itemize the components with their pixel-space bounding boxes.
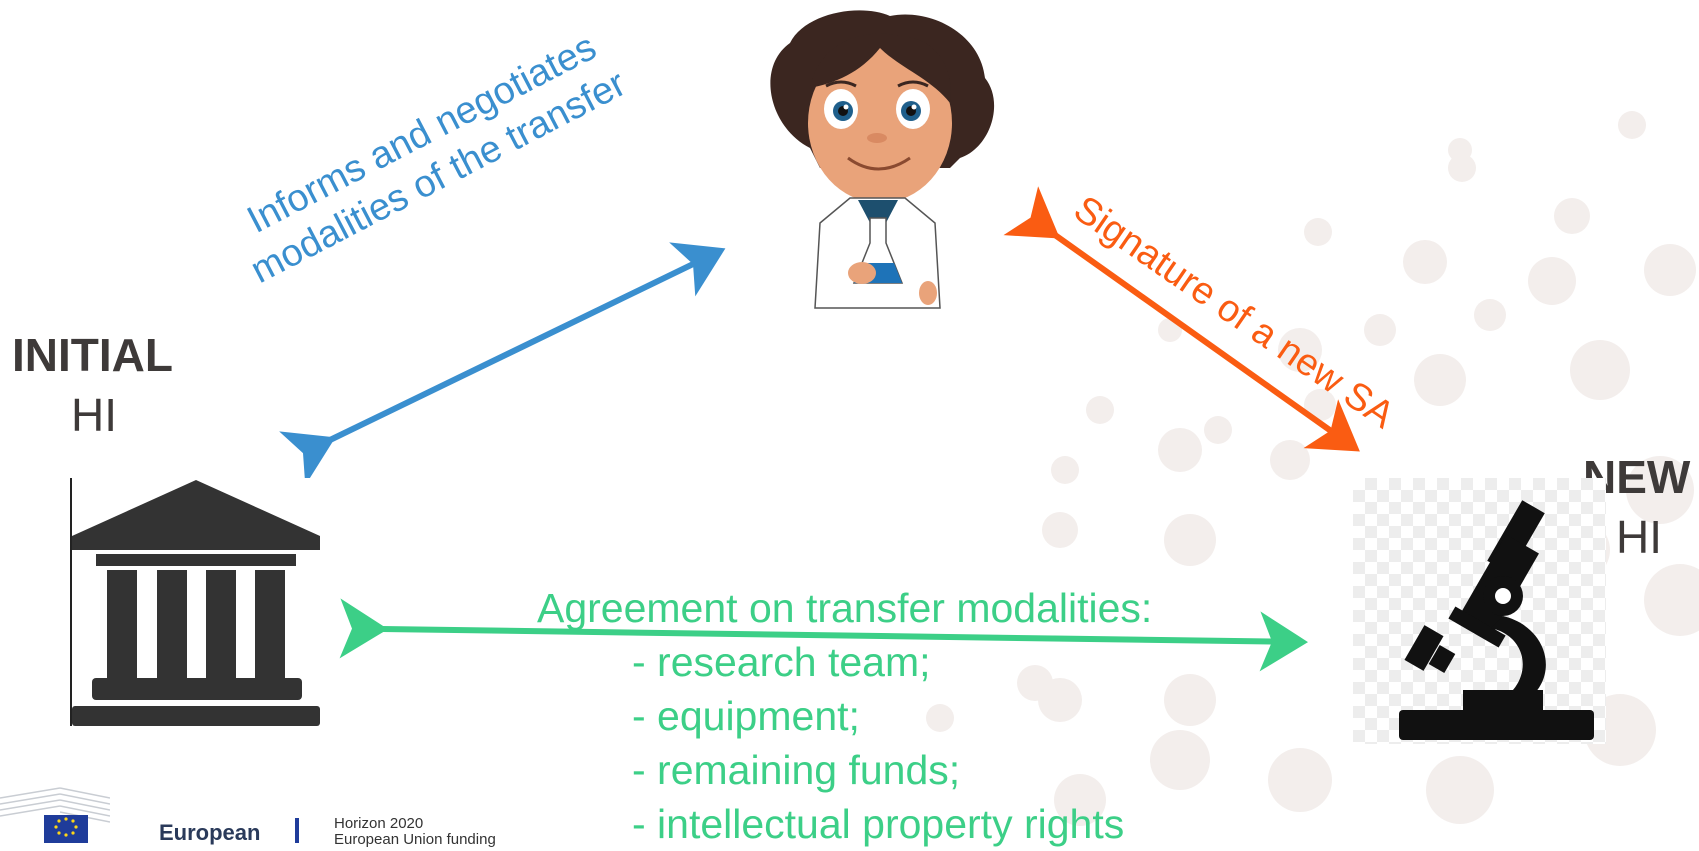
scientist-woman-illustration [750,8,1015,310]
eu-flag-icon [44,815,88,843]
initial-hi-label-bold: INITIAL [12,329,173,381]
agreement-item: - research team; [632,639,931,685]
green-double-arrow [339,598,1308,672]
horizon-line2: European Union funding [334,831,496,848]
commission-building-graphic [0,784,111,843]
blue-double-arrow [279,242,726,486]
horizon-line1: Horizon 2020 [334,815,424,832]
bank-building-icon [70,478,322,726]
agreement-item: - equipment; [632,693,860,739]
agreement-item: - intellectual property rights [632,801,1125,847]
agreement-item: - remaining funds; [632,747,961,793]
orange-double-arrow [1003,186,1360,452]
initial-hi-label-regular: HI [71,389,117,441]
microscope-icon [1353,478,1606,744]
agreement-list: - research team; - equipment; - remainin… [632,635,1124,851]
footer-divider [295,818,299,843]
horizon-program-text: Horizon 2020 European Union funding [334,816,496,848]
new-hi-label-regular: HI [1616,511,1662,563]
agreement-heading: Agreement on transfer modalities: [537,585,1153,631]
eu-commission-word: European [159,820,261,845]
